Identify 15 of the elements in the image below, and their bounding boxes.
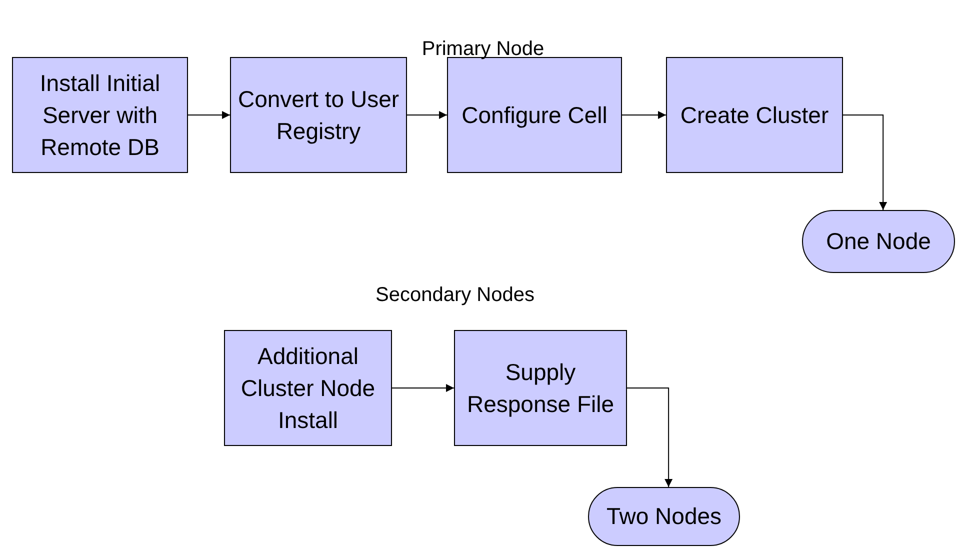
terminator: Two Nodes (588, 487, 740, 546)
arrow (406, 111, 448, 119)
process-box: Configure Cell (447, 57, 622, 173)
process-box: Convert to User Registry (230, 57, 407, 173)
arrow (188, 111, 230, 119)
arrow (842, 114, 888, 210)
arrow (392, 384, 454, 392)
process-box: Supply Response File (454, 330, 627, 446)
process-box: Create Cluster (666, 57, 843, 173)
arrow (626, 388, 673, 488)
section-heading: Secondary Nodes (376, 284, 534, 307)
process-box: Install Initial Server with Remote DB (12, 57, 188, 173)
arrow (622, 111, 666, 119)
terminator: One Node (802, 210, 955, 273)
process-box: Additional Cluster Node Install (224, 330, 392, 446)
